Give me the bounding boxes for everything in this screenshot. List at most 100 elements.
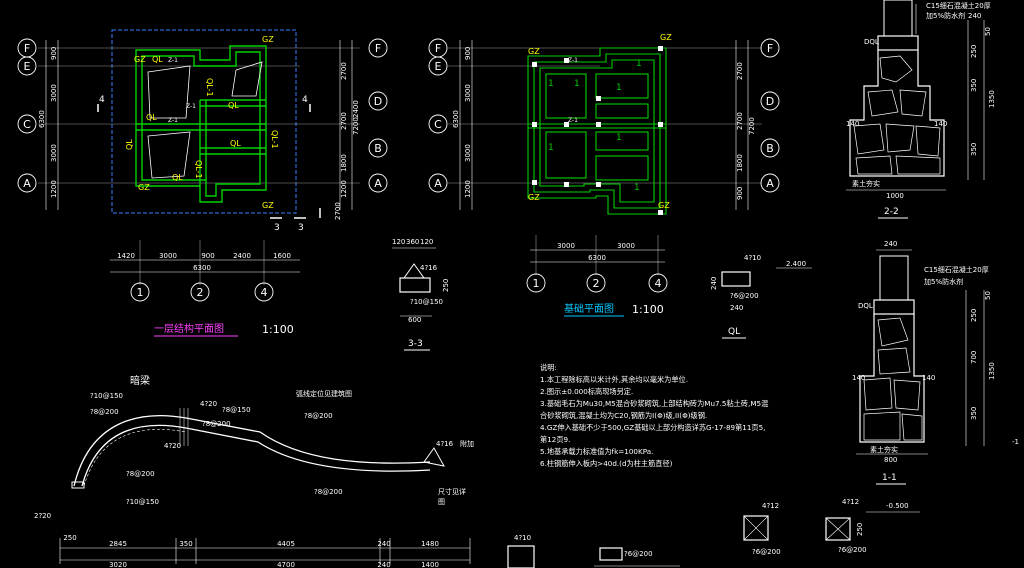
section-3-3-detail: 120 360 120 4?16 ?10@150 250 600 3-3 (392, 238, 450, 351)
plan2-axis-bubbles (428, 38, 780, 293)
notes-line-3: 3.基础毛石为Mu30,M5混合砂浆砌筑,上部结构砖为Mu7.5粘土砖,M5混 (540, 399, 768, 408)
sec22-v350b: 350 (970, 143, 978, 156)
notes-line-5: 4.GZ伸入基础不少于500,GZ基础以上部分构造详苏G-17-89第11页5, (540, 423, 765, 432)
beam-title: 暗梁 (130, 374, 150, 387)
beam-label-12: ?8@200 (314, 488, 343, 496)
plan1-axis-bubbles-left (17, 38, 388, 302)
sec11-base: 素土夯实 (870, 445, 898, 454)
plan1-section-4-marks (97, 104, 311, 112)
plan2-axis-A-right: A (766, 177, 774, 190)
plan2-rdim-900: 900 (736, 187, 744, 200)
ql-label: QL (728, 327, 740, 337)
plan2-axis-F-right: F (767, 42, 773, 55)
plan1-axis-E-left: E (24, 60, 31, 73)
plan1-section-4-right: 4 (302, 95, 308, 105)
beam-label-8: ?10@150 (126, 498, 159, 506)
plan1-dim-3000a: 3000 (50, 84, 58, 102)
plan1-ql-lower: QL (230, 139, 241, 148)
plan2-axis-F-left: F (435, 42, 441, 55)
detail-b-rect (599, 547, 623, 561)
plan2-axis-C-left: C (434, 118, 442, 131)
sec11-v250: 250 (970, 309, 978, 322)
ql-height: 240 (710, 277, 718, 290)
plan1-right-dims: 2700 2700 1800 7200 1200 2400 (340, 62, 360, 198)
plan2-bdim-6300: 6300 (588, 254, 606, 262)
plan2-scale: 1:100 (632, 303, 664, 316)
sec33-dim-120b: 120 (420, 238, 433, 246)
beam-label-9: 4?16 (436, 440, 454, 448)
bottom-column-details: 4?10 ?6@200 4?12 ?6@200 4?12 -0.500 250 … (507, 498, 920, 568)
beam-note-extra: 附加 (460, 439, 474, 448)
section-2-2-footing: C15细石混凝土20厚 加5%防水剂 DQL 140 140 素土夯实 1000… (846, 0, 996, 219)
plan2-bottom-dims: 3000 3000 6300 (557, 242, 635, 262)
plan1-axis-B-right: B (374, 142, 382, 155)
plan2-axis-E-left: E (435, 60, 442, 73)
sec11-v700: 700 (970, 351, 978, 364)
beam-label-5: ?8@150 (222, 406, 251, 414)
beam-dim-240b: 240 (377, 561, 390, 568)
plan2-dim-1200: 1200 (464, 180, 472, 198)
sec11-140a: 140 (852, 374, 865, 382)
notes-line-1: 1.本工程除标高以米计外,其余均以毫米为单位. (540, 375, 688, 384)
plan1-rdim-2400: 2400 (352, 100, 360, 118)
detail-d-height: 250 (856, 523, 864, 536)
plan1-axis-D-right: D (374, 95, 382, 108)
sec33-dim-360: 360 (406, 238, 419, 246)
plan1-bottom-dims: 1420 3000 900 2400 1600 6300 (117, 252, 291, 272)
plan1-title: 一层结构平面图 (154, 322, 224, 335)
plan1-z1-a: Z-1 (168, 57, 178, 64)
notes-line-8: 6.柱钢筋伸入板内>40d.(d为柱主筋直径) (540, 459, 673, 468)
plan2-one-e: 1 (548, 143, 554, 153)
detail-d-elev: -0.500 (886, 502, 909, 510)
plan1-ql-mid: QL (146, 113, 157, 122)
plan2-one-f: 1 (616, 133, 622, 143)
plan1-bdim-2400: 2400 (233, 252, 251, 260)
sec22-v350a: 350 (970, 79, 978, 92)
plan2-gz-tr: GZ (660, 33, 672, 42)
sec33-stirrup: ?10@150 (410, 298, 443, 306)
plan2-numbers: 1 1 1 1 1 1 1 (548, 59, 642, 193)
plan1-bottom-dim-lines (110, 259, 300, 273)
sec22-140a: 140 (846, 120, 859, 128)
plan1-z1-b: Z-1 (168, 117, 178, 124)
ground-floor-structural-plan: F E C A F D B A 1 2 4 900 3000 6300 3000… (17, 29, 388, 337)
plan2-labels: GZ GZ GZ GZ (528, 33, 672, 210)
ql-elevation: 2.400 (786, 260, 806, 268)
detail-b-rebar: ?6@200 (624, 550, 653, 558)
sec33-width: 600 (408, 316, 421, 324)
sec22-label: 2-2 (884, 207, 899, 217)
ql-stirrup: ?6@200 (730, 292, 759, 300)
plan2-title: 基础平面图 (564, 302, 614, 315)
sec22-v250: 250 (970, 45, 978, 58)
plan1-ql-vert: QL (125, 139, 134, 150)
plan1-axis-1: 1 (137, 286, 144, 299)
sec11-label: 1-1 (882, 473, 897, 483)
sec33-beam-rect (399, 277, 431, 293)
detail-c-stirrup: ?6@200 (752, 548, 781, 556)
plan2-z1-b: Z-1 (568, 117, 578, 124)
plan1-section-4-left: 4 (99, 95, 105, 105)
beam-dim-4405: 4405 (277, 540, 295, 548)
plan1-rdim-1800: 1800 (340, 154, 348, 172)
plan1-gz-tr: GZ (262, 35, 274, 44)
beam-label-1: ?10@150 (90, 392, 123, 400)
plan1-slab-marks (147, 61, 263, 179)
beam-curve-inner (81, 424, 431, 487)
sec11-50: 50 (984, 291, 992, 300)
sec22-v1350: 1350 (988, 90, 996, 108)
plan1-rdim-2700b: 2700 (340, 112, 348, 130)
sec33-height: 250 (442, 279, 450, 292)
plan2-rdim-7200: 7200 (748, 117, 756, 135)
beam-label-4: 4?20 (164, 442, 181, 450)
plan2-bdim-3000a: 3000 (557, 242, 575, 250)
plan2-gz-bl: GZ (528, 193, 540, 202)
detail-d-rebar: 4?12 (842, 498, 859, 506)
plan2-z1-a: Z-1 (568, 57, 578, 64)
detail-c-rebar: 4?12 (762, 502, 779, 510)
section-1-1-footing: 240 C15细石混凝土20厚 加5%防水剂 DQL 140 140 素土夯实 … (852, 240, 1019, 485)
beam-label-6: ?8@200 (202, 420, 231, 428)
curved-hidden-beam-detail: 暗梁 ?10@150 ?8@200 4?20 4?20 ?8@150 ?8@20… (34, 374, 474, 568)
plan1-ql-bottom: QL (172, 173, 183, 182)
plan1-gz-bl: GZ (138, 183, 150, 192)
plan1-dim-900: 900 (50, 47, 58, 60)
